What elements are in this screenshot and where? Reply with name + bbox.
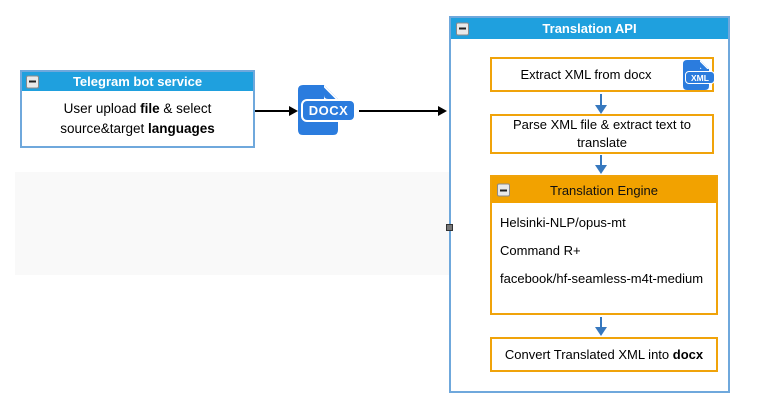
arrowhead-telegram-to-docx [289,106,298,116]
collapse-icon[interactable] [456,22,469,35]
convert-xml-step[interactable]: Convert Translated XML into docx [490,337,718,372]
minus-glyph [459,27,466,30]
telegram-node-header: Telegram bot service [22,72,253,91]
arrowhead-engine-to-convert [595,327,607,336]
telegram-node-body: User upload file & select source&target … [22,91,253,146]
translation-api-title: Translation API [542,21,637,36]
telegram-body-line2: source&target languages [60,120,215,136]
arrow-engine-to-convert [600,317,602,328]
xml-label: XML [685,71,715,84]
translation-engine-node[interactable]: Translation Engine Helsinki-NLP/opus-mt … [490,175,718,315]
engine-model-item: Helsinki-NLP/opus-mt [500,215,626,230]
parse-xml-step[interactable]: Parse XML file & extract text to transla… [490,114,714,154]
convert-xml-label: Convert Translated XML into docx [504,346,704,362]
docx-file-icon[interactable]: DOCX [298,85,358,135]
arrowhead-docx-to-api [438,106,447,116]
telegram-bot-service-node[interactable]: Telegram bot service User upload file & … [20,70,255,148]
connection-anchor[interactable] [446,224,453,231]
arrowhead-parse-to-engine [595,165,607,174]
collapse-icon[interactable] [26,75,39,88]
translation-api-header: Translation API [451,18,728,39]
translation-engine-title: Translation Engine [550,182,658,198]
xml-file-icon: XML [683,60,715,90]
engine-model-item: facebook/hf-seamless-m4t-medium [500,271,704,286]
minus-glyph [500,189,507,191]
telegram-node-title: Telegram bot service [72,74,203,89]
translation-engine-header: Translation Engine [492,177,716,203]
docx-label: DOCX [301,99,356,122]
arrowhead-extract-to-parse [595,105,607,114]
extract-xml-label: Extract XML from docx [520,66,652,82]
extract-xml-step[interactable]: Extract XML from docx [490,57,714,92]
parse-xml-line2: translate [577,135,627,150]
minus-glyph [29,80,36,83]
telegram-body-line1: User upload file & select [63,100,212,116]
translation-engine-body: Helsinki-NLP/opus-mt Command R+ facebook… [492,203,716,313]
collapse-icon[interactable] [497,183,510,197]
arrow-parse-to-engine [600,155,602,166]
background-panel [15,172,449,275]
parse-xml-line1: Parse XML file & extract text to [513,117,691,132]
arrow-extract-to-parse [600,94,602,106]
arrow-telegram-to-docx [255,110,290,112]
arrow-docx-to-api [359,110,439,112]
engine-model-item: Command R+ [500,243,581,258]
